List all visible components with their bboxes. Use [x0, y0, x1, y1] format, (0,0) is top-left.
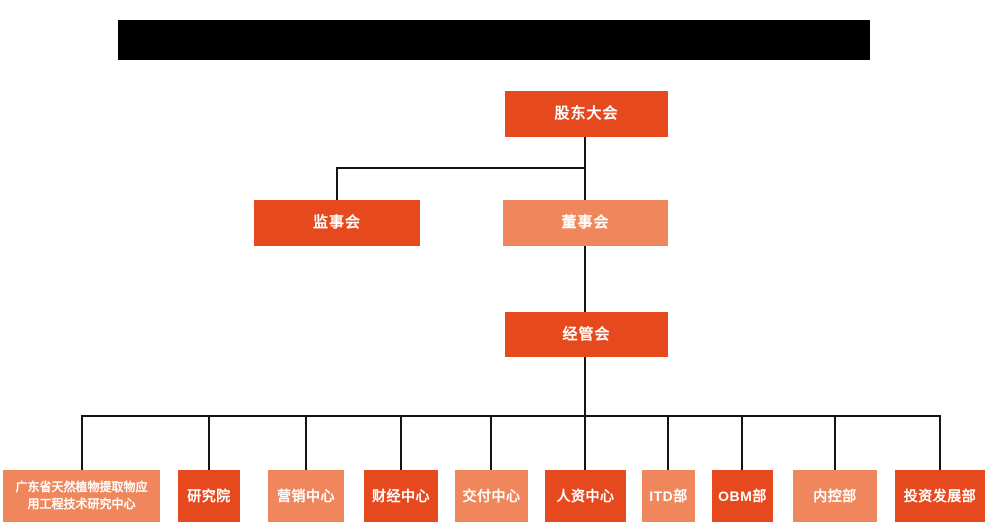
- connector-drop-dept-4: [400, 415, 402, 470]
- node-dept-itd: ITD部: [642, 470, 695, 522]
- connector-shareholders-down: [584, 136, 586, 169]
- connector-drop-dept-5: [490, 415, 492, 470]
- connector-supervisory-drop: [336, 167, 338, 200]
- connector-row2-horizontal: [336, 167, 586, 169]
- connector-departments-horizontal: [81, 415, 941, 417]
- node-dept-finance-center: 财经中心: [364, 470, 438, 522]
- node-dept-hr-center: 人资中心: [545, 470, 626, 522]
- connector-drop-dept-9: [834, 415, 836, 470]
- connector-directors-drop: [584, 167, 586, 200]
- node-supervisory-board: 监事会: [254, 200, 420, 246]
- node-shareholders-meeting: 股东大会: [505, 91, 668, 137]
- node-dept-delivery-center: 交付中心: [455, 470, 528, 522]
- connector-drop-dept-10: [939, 415, 941, 470]
- connector-management-down: [584, 357, 586, 417]
- node-dept-research-institute: 研究院: [178, 470, 240, 522]
- connector-drop-dept-2: [208, 415, 210, 470]
- connector-drop-dept-7: [667, 415, 669, 470]
- node-board-of-directors: 董事会: [503, 200, 668, 246]
- node-dept-marketing-center: 营销中心: [268, 470, 344, 522]
- connector-drop-dept-3: [305, 415, 307, 470]
- connector-drop-dept-6: [584, 415, 586, 470]
- node-dept-research-center: 广东省天然植物提取物应用工程技术研究中心: [3, 470, 160, 522]
- node-dept-obm: OBM部: [712, 470, 773, 522]
- connector-directors-to-management: [584, 246, 586, 312]
- node-management-committee: 经管会: [505, 312, 668, 357]
- connector-drop-dept-8: [741, 415, 743, 470]
- node-dept-internal-control: 内控部: [793, 470, 877, 522]
- redacted-title-bar: [118, 20, 870, 60]
- connector-drop-dept-1: [81, 415, 83, 470]
- node-dept-investment-development: 投资发展部: [895, 470, 985, 522]
